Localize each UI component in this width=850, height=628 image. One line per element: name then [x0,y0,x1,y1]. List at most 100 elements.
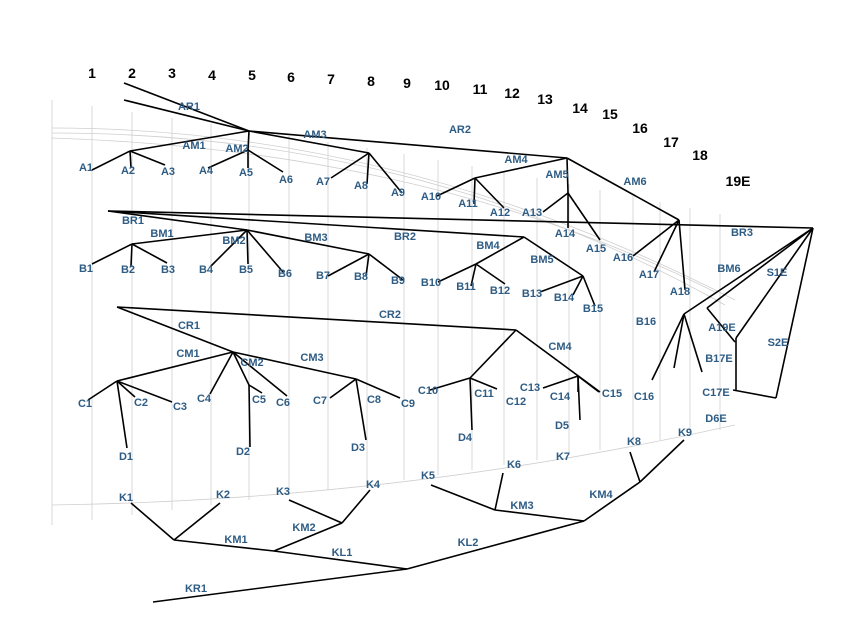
node-label: C1 [78,398,92,410]
node-label: B12 [490,285,510,297]
node-label: CM4 [548,341,572,353]
node-label: B5 [239,264,253,276]
tree-edge [273,522,343,552]
tree-edge [639,439,685,483]
node-label: D2 [236,446,250,458]
node-label: BM3 [304,232,327,244]
node-label: K7 [556,451,570,463]
tree-edge [494,472,504,511]
node-label: C4 [197,393,212,405]
node-label: C7 [313,395,327,407]
tree-edge [246,229,249,265]
node-label: A11 [458,198,478,210]
column-number: 8 [367,73,375,89]
node-label: A6 [279,174,293,186]
node-label: A2 [121,165,135,177]
tree-edge [673,313,685,369]
node-label: CM3 [300,352,323,364]
node-label: D5 [555,420,569,432]
tree-edge [474,157,568,179]
grid-guide-curve [51,127,736,301]
node-label: B7 [316,270,330,282]
tree-edge [473,177,476,205]
tree-edge [355,378,401,399]
column-number: 19E [726,173,751,189]
tree-edge [288,499,343,524]
tree-edge [582,275,596,307]
node-label: A7 [316,176,330,188]
node-label: AM6 [623,176,646,188]
node-label: KM4 [589,489,613,501]
tree-edge [246,229,370,255]
tree-edge [247,130,250,151]
tree-edge [474,177,505,209]
tree-edge [107,210,814,229]
tree-edge [406,520,585,570]
tree-edge [248,384,251,448]
tree-edge [577,375,581,421]
column-number: 2 [128,65,136,81]
tree-edge [327,253,370,277]
tree-edge [232,351,357,380]
column-number: 18 [692,147,708,163]
tree-edge [651,313,685,381]
tree-edge [683,313,703,373]
tree-edge [567,192,601,241]
node-label: B9 [391,275,405,287]
node-label: AR1 [178,101,200,113]
tree-edge [248,130,370,154]
tree-edge [232,351,250,386]
tree-edge [365,253,370,277]
tree-edge [248,384,263,394]
column-number: 14 [572,100,588,116]
tree-edge [247,149,284,173]
node-label: A14 [555,228,576,240]
node-label: A16 [613,252,633,264]
tree-edge [246,229,284,273]
node-label: BR3 [731,227,753,239]
node-label: A3 [161,166,175,178]
node-label: K8 [627,436,641,448]
node-label: C13 [520,382,540,394]
tree-edges [87,82,814,603]
node-label: B13 [522,288,542,300]
node-label: K3 [276,486,290,498]
node-label: KM3 [510,500,533,512]
column-number: 7 [327,71,335,87]
node-label: C17E [702,387,730,399]
tree-edge [735,227,814,339]
tree-edge [232,351,288,397]
node-label: C2 [134,397,148,409]
column-number: 4 [208,67,216,83]
tree-edge [494,509,585,522]
tree-edge [436,177,476,197]
tree-edge [173,502,221,541]
node-label: CR1 [178,320,200,332]
tree-edge [129,130,250,152]
node-label: CM1 [176,348,199,360]
node-label: A4 [199,165,214,177]
node-label: B2 [121,264,135,276]
tree-edge [542,375,579,389]
tree-edge [572,275,584,296]
node-label: KL2 [458,537,479,549]
node-label: A5 [239,167,253,179]
tree-edge [653,219,680,273]
node-label: C6 [276,397,290,409]
node-label: A13 [522,207,542,219]
tree-edge [329,378,357,399]
node-label: BR2 [394,231,416,243]
column-number: 16 [632,120,648,136]
tree-edge [273,550,408,570]
node-label: BM1 [150,228,173,240]
grid-guide-curve [51,137,716,293]
node-label: S1E [767,267,788,279]
node-label: B1 [79,263,93,275]
node-label: D1 [119,451,133,463]
node-label: K2 [216,489,230,501]
tree-edge [523,236,584,277]
node-label: BM5 [530,254,553,266]
tree-edge [539,275,584,293]
grid-guide-curve [51,132,726,306]
